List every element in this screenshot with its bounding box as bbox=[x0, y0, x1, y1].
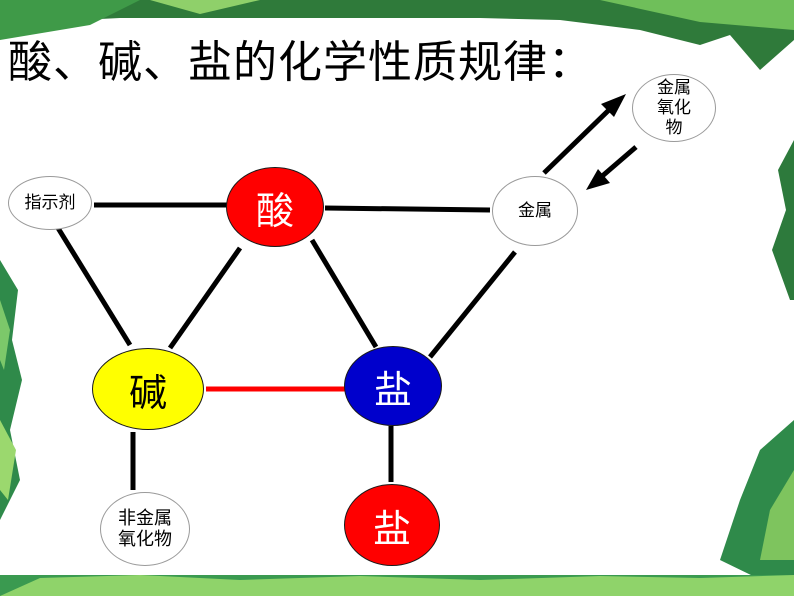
nonmetal-oxide-label: 非金属氧化物 bbox=[118, 508, 172, 550]
metal-oxide-label: 金属氧化物 bbox=[657, 78, 691, 138]
indicator-base-line bbox=[55, 226, 133, 347]
metal-node: 金属 bbox=[492, 176, 578, 246]
salt-center-label: 盐 bbox=[373, 367, 412, 412]
acid-label: 酸 bbox=[255, 188, 294, 233]
nonmetal-oxide-node: 非金属氧化物 bbox=[100, 492, 190, 566]
metal-oxide-node: 金属氧化物 bbox=[632, 74, 716, 142]
acid-salt-line bbox=[309, 238, 379, 349]
base-node: 碱 bbox=[92, 348, 204, 430]
metal-to-oxide-arrow bbox=[542, 94, 626, 175]
salt-bottom-label: 盐 bbox=[372, 506, 411, 551]
salt-bottom-node: 盐 bbox=[344, 484, 440, 566]
base-label: 碱 bbox=[128, 370, 167, 415]
metal-salt-line bbox=[428, 250, 517, 359]
indicator-node: 指示剂 bbox=[8, 176, 92, 230]
acid-node: 酸 bbox=[226, 167, 324, 247]
metal-label: 金属 bbox=[518, 201, 552, 221]
acid-metal-line bbox=[324, 205, 491, 213]
acid-base-line bbox=[167, 246, 243, 350]
oxide-to-metal-arrow bbox=[586, 145, 638, 190]
salt-center-node: 盐 bbox=[344, 346, 442, 426]
indicator-label: 指示剂 bbox=[24, 193, 76, 213]
page-title: 酸、碱、盐的化学性质规律： bbox=[8, 37, 593, 88]
